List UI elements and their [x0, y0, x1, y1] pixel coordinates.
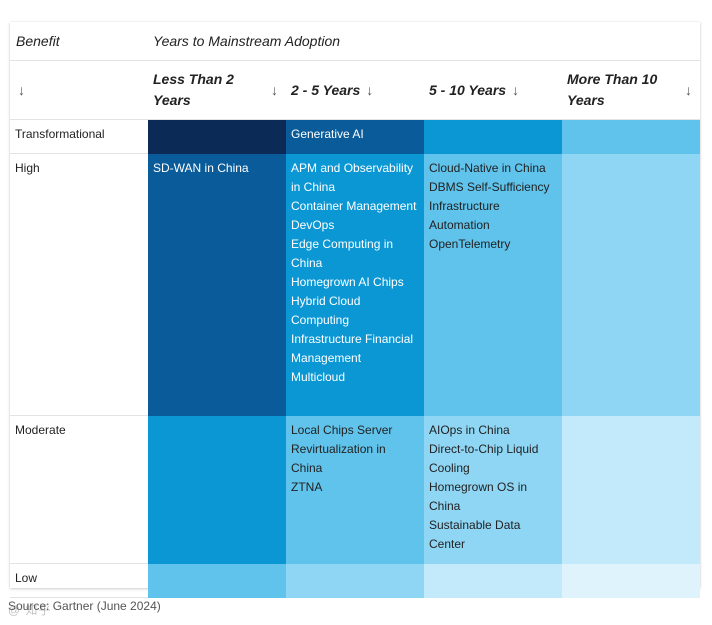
source-caption: Source: Gartner (June 2024)	[8, 599, 161, 613]
technology-item: Homegrown AI Chips	[291, 274, 404, 289]
technology-item: Container Management	[291, 198, 417, 213]
column-label: 5 - 10 Years	[429, 82, 507, 98]
matrix-cell	[424, 119, 562, 154]
technology-item: Local Chips Server Revirtualization in C…	[291, 422, 393, 475]
matrix-cell	[148, 415, 286, 564]
matrix-cell	[148, 563, 286, 598]
benefit-sort-cell[interactable]: ↓	[10, 60, 148, 120]
technology-item: SD-WAN in China	[153, 160, 249, 175]
benefit-row-low: Low	[10, 563, 701, 598]
watermark: @ 知乎	[8, 603, 52, 617]
matrix-cell	[424, 563, 562, 598]
matrix-cell	[148, 119, 286, 154]
benefit-row-moderate: Moderate Local Chips Server Revirtualiza…	[10, 415, 701, 564]
benefit-header: Benefit	[10, 22, 148, 61]
technology-item: Direct-to-Chip Liquid Cooling	[429, 441, 539, 475]
sort-arrow-icon[interactable]: ↓	[366, 82, 374, 98]
technology-item: DBMS Self-Sufficiency	[429, 179, 550, 194]
technology-item: Multicloud	[291, 369, 346, 384]
benefit-row-transformational: Transformational Generative AI	[10, 119, 701, 154]
column-label: Less Than 2 Years	[153, 71, 234, 108]
benefit-label: Moderate	[10, 415, 148, 564]
technology-item: Generative AI	[291, 127, 364, 141]
technology-item: Sustainable Data Center	[429, 517, 521, 551]
priority-matrix-card: Benefit Years to Mainstream Adoption ↓ L…	[10, 22, 701, 598]
technology-item: Cloud-Native in China	[429, 160, 546, 175]
priority-matrix-table: Benefit Years to Mainstream Adoption ↓ L…	[10, 22, 701, 607]
matrix-cell: SD-WAN in China	[148, 153, 286, 416]
technology-item: OpenTelemetry	[429, 236, 511, 251]
technology-item: Hybrid Cloud Computing	[291, 293, 361, 327]
column-label: 2 - 5 Years	[291, 82, 361, 98]
column-header-2-5-years[interactable]: 2 - 5 Years ↓	[286, 60, 424, 120]
benefit-row-high: High SD-WAN in China APM and Observabili…	[10, 153, 701, 416]
matrix-cell: Generative AI	[286, 119, 424, 154]
benefit-label: Transformational	[10, 119, 148, 154]
matrix-cell	[286, 563, 424, 598]
matrix-cell	[562, 415, 701, 564]
technology-item: Infrastructure Automation	[429, 198, 500, 232]
matrix-cell: Local Chips Server Revirtualization in C…	[286, 415, 424, 564]
years-to-adoption-header: Years to Mainstream Adoption	[148, 22, 701, 61]
column-header-5-10-years[interactable]: 5 - 10 Years ↓	[424, 60, 562, 120]
sort-arrow-icon[interactable]: ↓	[271, 82, 278, 98]
matrix-cell	[562, 119, 701, 154]
sort-arrow-icon[interactable]: ↓	[512, 82, 520, 98]
column-header-less-than-2-years[interactable]: Less Than 2 Years ↓	[148, 60, 286, 120]
benefit-label: High	[10, 153, 148, 416]
technology-item: ZTNA	[291, 479, 323, 494]
column-label: More Than 10 Years	[567, 71, 658, 108]
technology-item: DevOps	[291, 217, 335, 232]
sort-arrow-icon[interactable]: ↓	[685, 82, 693, 98]
technology-item: AIOps in China	[429, 422, 510, 437]
benefit-label: Low	[10, 563, 148, 598]
technology-item: Edge Computing in China	[291, 236, 394, 270]
technology-item: Infrastructure Financial Management	[291, 331, 414, 365]
sort-arrow-icon[interactable]: ↓	[18, 82, 25, 98]
technology-item: Homegrown OS in China	[429, 479, 528, 513]
technology-item: APM and Observability in China	[291, 160, 414, 194]
matrix-cell	[562, 153, 701, 416]
matrix-cell	[562, 563, 701, 598]
column-header-more-than-10-years[interactable]: More Than 10 Years ↓	[562, 60, 701, 120]
